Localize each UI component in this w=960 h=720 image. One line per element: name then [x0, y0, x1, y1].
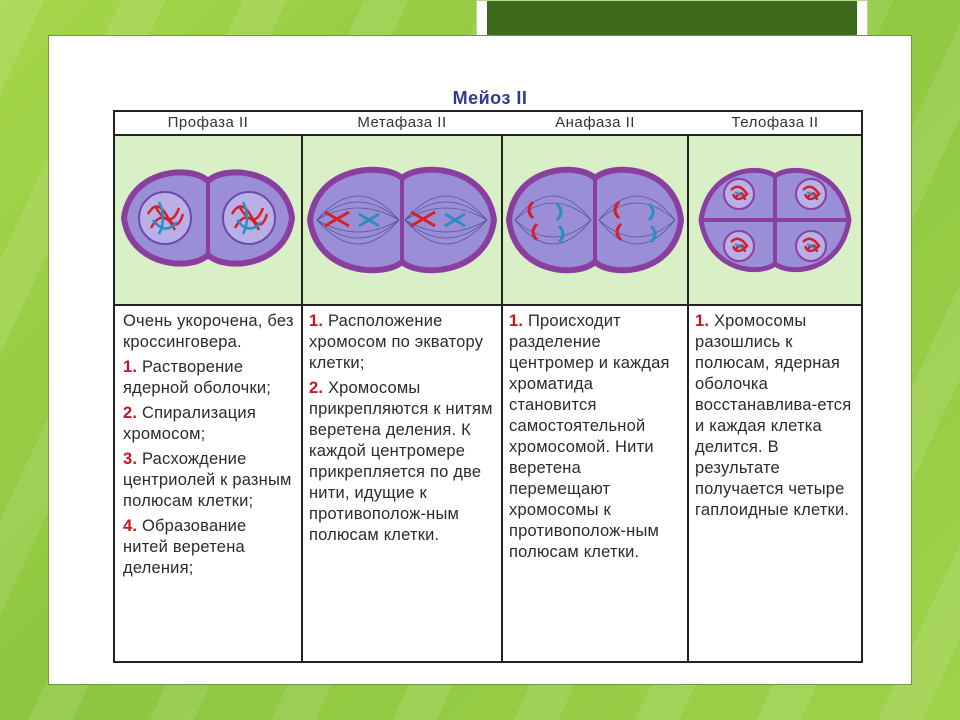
description-paragraph: 2. Спирализация хромосом; — [123, 403, 295, 445]
column-divider — [301, 306, 303, 663]
metaphase-description: 1. Расположение хромосом по экватору кле… — [303, 308, 501, 661]
step-number: 1. — [695, 312, 710, 330]
step-text: Образование нитей веретена деления; — [123, 517, 247, 577]
description-paragraph: Очень укорочена, без кроссинговера. — [123, 311, 295, 353]
telophase-description: 1. Хромосомы разошлись к полюсам, ядерна… — [689, 308, 861, 661]
column-divider — [301, 136, 303, 304]
column-divider — [501, 306, 503, 663]
header-anaphase: Анафаза II — [555, 114, 635, 131]
step-number: 2. — [123, 404, 138, 422]
column-divider — [687, 136, 689, 304]
step-number: 1. — [509, 312, 524, 330]
anaphase-illustration — [503, 136, 687, 304]
page-title: Мейоз II — [452, 88, 528, 108]
prophase-illustration — [115, 136, 301, 304]
step-number: 1. — [309, 312, 324, 330]
step-text: Расхождение центриолей к разным полюсам … — [123, 450, 292, 510]
step-text: Хромосомы прикрепляются к нитям веретена… — [309, 379, 493, 544]
header-metaphase: Метафаза II — [357, 114, 447, 131]
description-paragraph: 4. Образование нитей веретена деления; — [123, 516, 295, 579]
header-prophase: Профаза II — [167, 114, 249, 131]
anaphase-cell-image — [505, 166, 685, 274]
step-text: Расположение хромосом по экватору клетки… — [309, 312, 484, 372]
description-paragraph: 1. Хромосомы разошлись к полюсам, ядерна… — [695, 311, 855, 521]
step-number: 1. — [123, 358, 138, 376]
step-number: 2. — [309, 379, 324, 397]
prophase-description: Очень укорочена, без кроссинговера. 1. Ра… — [115, 308, 301, 661]
telophase-cell-image — [698, 168, 852, 272]
header-telophase: Телофаза II — [731, 114, 819, 131]
step-number: 4. — [123, 517, 138, 535]
description-paragraph: 2. Хромосомы прикрепляются к нитям верет… — [309, 378, 495, 546]
metaphase-cell-image — [306, 166, 498, 274]
step-text: Происходит разделение центромер и каждая… — [509, 312, 670, 561]
metaphase-illustration — [303, 136, 501, 304]
meiosis-table: Профаза II Метафаза II Анафаза II Телофа… — [113, 110, 863, 663]
step-number: 3. — [123, 450, 138, 468]
description-paragraph: 1. Растворение ядерной оболочки; — [123, 357, 295, 399]
table-header-row: Профаза II Метафаза II Анафаза II Телофа… — [115, 112, 861, 136]
column-divider — [687, 306, 689, 663]
column-divider — [501, 136, 503, 304]
description-paragraph: 1. Расположение хромосом по экватору кле… — [309, 311, 495, 374]
step-text: Растворение ядерной оболочки; — [123, 358, 272, 397]
telophase-illustration — [689, 136, 861, 304]
step-text: Очень укорочена, без кроссинговера. — [123, 312, 294, 351]
anaphase-description: 1. Происходит разделение центромер и каж… — [503, 308, 687, 661]
description-paragraph: 3. Расхождение центриолей к разным полюс… — [123, 449, 295, 512]
step-text: Спирализация хромосом; — [123, 404, 256, 443]
prophase-cell-image — [120, 169, 296, 267]
description-paragraph: 1. Происходит разделение центромер и каж… — [509, 311, 681, 563]
step-text: Хромосомы разошлись к полюсам, ядерная о… — [695, 312, 852, 519]
table-image-row — [115, 136, 861, 306]
